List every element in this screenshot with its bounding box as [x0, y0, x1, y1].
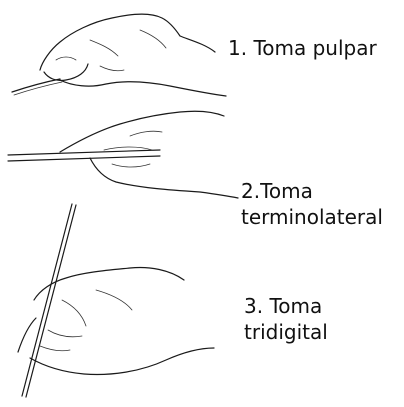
label-tridigital-grip: 3. Toma tridigital — [244, 293, 328, 345]
hand-terminolateral-grip-illustration — [8, 111, 238, 198]
label-line: tridigital — [244, 319, 328, 345]
hand-tridigital-grip-illustration — [18, 204, 214, 397]
hand-pulp-grip-illustration — [12, 14, 226, 96]
label-line: 1. Toma pulpar — [228, 35, 377, 61]
label-line: 3. Toma — [244, 293, 328, 319]
label-terminolateral-grip: 2.Toma terminolateral — [241, 178, 383, 230]
label-pulp-grip: 1. Toma pulpar — [228, 35, 377, 61]
label-line: 2.Toma — [241, 178, 383, 204]
label-line: terminolateral — [241, 204, 383, 230]
